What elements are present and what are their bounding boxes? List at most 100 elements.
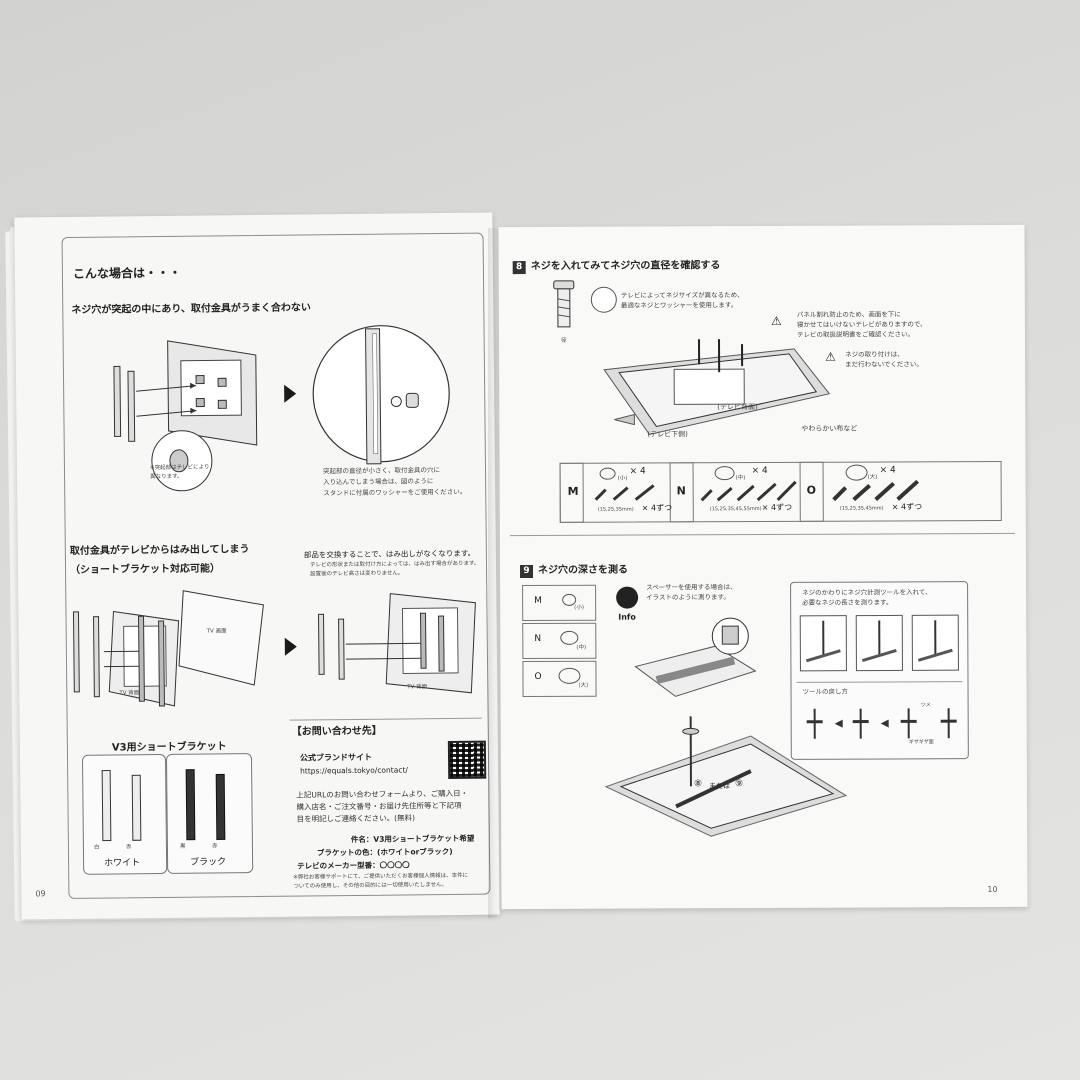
soft-cloth-text: やわらかい布など [801,424,858,433]
white-bracket-icon [101,770,142,842]
screw-diameter-icon [553,280,575,328]
step8-warn2-line1: ネジの取り付けは、 [845,350,904,359]
depth-o-washer-icon [558,667,581,684]
white-label-a: 白 [93,844,100,851]
depth-o-washer: (大) [578,682,589,689]
tool-return-title: ツールの戻し方 [802,687,849,696]
case2-note-line2: 設置後のテレビ高さは変わりません。 [310,570,404,578]
case2-title: 取付金具がテレビからはみ出してしまう [69,544,250,557]
bracket-title: V3用ショートブラケット [111,741,227,754]
bracket-protrude-illustration [72,590,264,707]
screws-o-icon [832,479,919,502]
depth-m-letter: M [534,595,542,606]
size-m-letter: M [567,484,579,498]
info-icon [616,586,639,609]
screw-washer-icon [590,286,617,313]
tv-bottom-text: (テレビ下側) [647,430,688,439]
spacer-note-line2: イラストのように測ります。 [646,593,730,602]
black-bracket-icon [185,769,226,841]
spacer-note-line1: スペーサーを使用する場合は、 [646,583,737,592]
step8-note1: テレビによってネジサイズが異なるため、 最適なネジとワッシャーを使用します。 [621,290,744,311]
case2-note: テレビの形状または取付け方によっては、はみ出す場合があります。 設置後のテレビ高… [310,560,480,580]
case1-desc-line3: スタンドに付属のワッシャーをご使用ください。 [323,487,467,498]
section-divider [509,532,1015,537]
tv-back-text: (テレビ背面) [717,403,758,412]
case1-callout: ※突起部はテレビにより異なります。 [149,464,210,481]
size-n-letter: N [676,484,686,498]
tool-steps-illustration [799,614,959,672]
privacy-note-line2: ついてのみ使用し、その他の目的には一切使用いたしません。 [293,882,448,890]
step-ref-8: ⑧ [693,779,703,790]
brand-site-label: 公式ブランドサイト [299,752,373,763]
maker-line: テレビのメーカー型番：〇〇〇〇 [297,860,410,871]
depth-measure-tv-illustration [604,716,848,837]
depth-m-washer: (小) [574,604,584,611]
size-n-count: × 4 [751,465,768,477]
tv-screen-label: TV 画面 [206,628,227,635]
black-label-a: 黒 [179,843,186,850]
tool-label-serrated: ギザギザ面 [908,739,934,746]
size-m-lengths: (15,25,35mm) [597,506,634,513]
warning-icon: ⚠ [770,313,782,328]
size-o-screw-count: × 4ずつ [891,502,923,512]
page-heading: こんな場合は・・・ [72,265,182,281]
washer-medium-icon [714,466,735,481]
step-ref-or: または [708,782,730,791]
step8-warn1-line2: 寝かせてはいけないテレビがありますので、 [796,320,927,329]
black-label-b: 赤 [211,843,218,850]
depth-n-washer: (中) [576,644,587,651]
step-ref-9: ⑨ [734,779,744,790]
tv-bracket-illustration [113,340,258,492]
step9-title: ネジ穴の深さを測る [537,564,629,576]
qr-code-icon[interactable] [447,740,487,780]
privacy-note: ※弊社お客様サポートにて、ご提供いただくお客様個人情報は、本件に ついてのみ使用… [293,872,468,892]
screws-n-icon [700,480,797,502]
spacer-note: スペーサーを使用する場合は、 イラストのように測ります。 [646,582,737,602]
size-n-screw-count: × 4ずつ [761,502,793,513]
step8-number: 8 [512,261,526,275]
left-page: こんな場合は・・・ ネジ穴が突起の中にあり、取付金具がうまく合わない ※突起部は… [14,212,500,920]
size-m-screw-count: × 4ずつ [641,503,673,513]
case1-description: 突起部の直径が小さく、取付金具の穴に 入り込んでしまう場合は、図のように スタン… [323,465,466,499]
short-bracket-illustration [318,593,476,694]
case2-description: 部品を交換することで、はみ出しがなくなります。 [303,548,476,560]
depth-n-letter: N [534,633,542,644]
size-m-washer: (小) [617,475,628,482]
step8-note1-line1: テレビによってネジサイズが異なるため、 [620,291,744,300]
tool-note-line2: 必要なネジの長さを測ります。 [802,598,893,607]
depth-o-letter: O [534,671,542,682]
tv-back-label: TV 背面 [119,690,140,697]
subject-line: 件名：V3用ショートブラケット希望 [350,833,475,845]
step8-warn2-line2: まだ行わないでください。 [845,360,923,369]
size-o-lengths: (15,25,35,45mm) [839,505,884,512]
washer-small-icon [599,467,616,480]
white-bracket-name: ホワイト [104,858,141,869]
page-number-left: 09 [35,889,46,899]
depth-n-washer-icon [560,630,579,645]
tv-back-label-2: TV 背面 [407,684,428,691]
diameter-label: 径 [560,337,567,344]
tool-note: ネジのかわりにネジ穴計測ツールを入れて、 必要なネジの長さを測ります。 [802,587,932,608]
size-o-count: × 4 [879,465,896,476]
step8-warning2: ネジの取り付けは、 まだ行わないでください。 [845,349,923,369]
size-n-lengths: (15,25,35,45,55mm) [709,506,762,513]
washer-large-icon [845,464,868,481]
tool-note-line1: ネジのかわりにネジ穴計測ツールを入れて、 [802,588,932,597]
case1-title: ネジ穴が突起の中にあり、取付金具がうまく合わない [71,302,311,316]
step9-number: 9 [519,565,534,579]
book-spine-shadow [488,228,502,918]
tool-label-claw: ツメ [920,702,931,709]
size-m-count: × 4 [629,466,646,477]
black-bracket-card: 黒 赤 ブラック [165,753,254,874]
contact-title: 【お問い合わせ先】 [291,725,382,738]
tv-back-illustration [603,339,831,436]
color-line: ブラケットの色：(ホワイトorブラック) [316,846,453,858]
black-bracket-name: ブラック [190,857,227,868]
tool-return-illustration [806,708,957,739]
brand-site-url[interactable]: https://equals.tokyo/contact/ [300,765,408,776]
bracket-closeup [312,325,450,465]
arrow-right-icon [284,384,297,403]
